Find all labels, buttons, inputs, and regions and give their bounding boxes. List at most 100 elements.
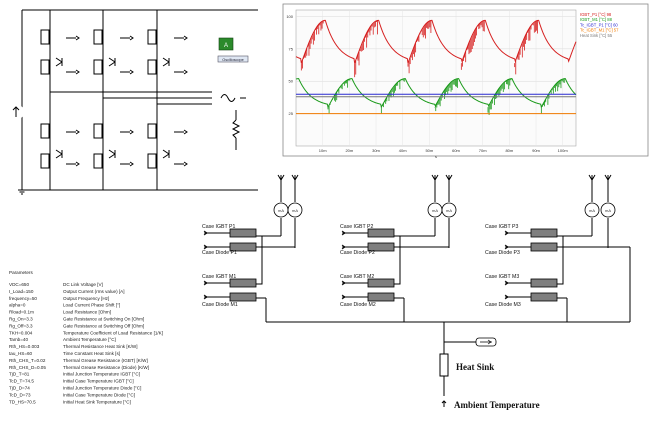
legend-entry: Tc_IGBT_M1 [°C] 57 [580, 28, 619, 33]
parameter-name: Rth_CHS_T=0.02 [9, 358, 46, 363]
parameter-name: TjD_D=74 [9, 386, 30, 391]
parameter-name: Rth_HS=0.003 [9, 344, 40, 349]
thermal-block-m2 [367, 278, 395, 288]
parameter-description: Thermal Grease Resistance (Diode) [K/W] [63, 365, 149, 370]
switching-ripple [300, 20, 538, 78]
x-axis-label: s [435, 154, 437, 159]
module-3 [504, 230, 608, 322]
meter-label: mA [589, 208, 595, 213]
phase-leg-1 [40, 10, 63, 190]
legend-entry: IGBT_M1 [°C] 88 [580, 17, 613, 22]
parameter-description: Initial Junction Temperature IGBT [°C] [63, 372, 140, 377]
x-tick-label: 30m [372, 148, 380, 153]
phase-leg-2 [93, 10, 116, 190]
parameter-description: Output Frequency [Hz] [63, 296, 109, 301]
thermal-block-p2 [367, 228, 395, 238]
parameter-name: TcD_D=73 [9, 392, 31, 397]
parameters-heading: Parameters [9, 270, 33, 275]
thermal-block-p3-diode [530, 242, 558, 252]
meter-icon [441, 202, 457, 218]
y-tick-label: 100 [286, 14, 293, 19]
module-1 [203, 230, 295, 322]
y-tick-label: 75 [289, 46, 294, 51]
phase-leg-3 [147, 10, 170, 190]
parameter-description: Load Resistance [Ohm] [63, 310, 111, 315]
case-label-m3: Case IGBT M3 [485, 274, 519, 280]
green-toggle-label: A [224, 43, 228, 49]
case-label-dp2: Case Diode P2 [340, 250, 375, 256]
parameter-name: frequency=50 [9, 296, 37, 301]
parameter-description: DC Link Voltage [V] [63, 282, 103, 287]
meter-label: mA [292, 208, 298, 213]
parameter-name: tau_HS=60 [9, 351, 33, 356]
parameter-name: Rload=0.1m [9, 310, 34, 315]
legend-entry: IGBT_P1 [°C] 98 [580, 12, 612, 17]
parameter-description: Initial Case Temperature Diode [°C] [63, 392, 135, 397]
oscilloscope-label: Oscilloscope [222, 58, 244, 62]
parameter-name: Rg_On=3.3 [9, 317, 33, 322]
parameter-name: I_Load=150 [9, 289, 34, 294]
thermal-block-m3-diode [530, 292, 558, 302]
thermal-blocks [229, 228, 558, 302]
meter-label: mA [432, 208, 438, 213]
case-label-m1: Case IGBT M1 [202, 274, 236, 280]
x-tick-label: 20m [345, 148, 353, 153]
thermal-block-p2-diode [367, 242, 395, 252]
y-tick-label: 25 [289, 111, 294, 116]
meter-icon [287, 202, 303, 218]
oscilloscope-button[interactable]: Oscilloscope [217, 55, 249, 63]
parameter-name: Tamb=40 [9, 337, 28, 342]
parameter-description: Thermal Resistance Heat Sink [K/W] [63, 344, 138, 349]
meter-label: mA [278, 208, 284, 213]
parameter-name: TcD_T=74.5 [9, 379, 34, 384]
y-tick-label: 50 [289, 79, 294, 84]
thermal-network [203, 174, 631, 409]
parameter-description: Ambient Temperature [°C] [63, 337, 116, 342]
legend-entry: Tc_IGBT_P1 [°C] 60 [580, 22, 618, 27]
parameter-description: Gate Resistance at Switching On [Ohm] [63, 317, 144, 322]
parameter-description: Initial Junction Temperature Diode [°C] [63, 386, 141, 391]
case-label-p2: Case IGBT P2 [340, 224, 373, 230]
x-tick-label: 70m [479, 148, 487, 153]
thermal-block-m1-diode [229, 292, 257, 302]
parameter-description: Gate Resistance at Switching Off [Ohm] [63, 323, 144, 328]
thermal-block-m3 [530, 278, 558, 288]
x-tick-label: 40m [399, 148, 407, 153]
thermal-block-m1 [229, 278, 257, 288]
parameter-name: Rth_CHS_D=0.05 [9, 365, 46, 370]
legend-entry: Heat Sink [°C] 55 [580, 33, 613, 38]
module-2 [341, 230, 449, 322]
case-label-p3: Case IGBT P3 [485, 224, 518, 230]
x-tick-label: 100m [558, 148, 569, 153]
case-label-m2: Case IGBT M2 [340, 274, 374, 280]
series-line [295, 78, 577, 109]
green-toggle-button[interactable]: A [218, 37, 234, 51]
inverter-schematic [8, 9, 258, 195]
ambient-temperature-label: Ambient Temperature [454, 400, 540, 410]
case-label-dp3: Case Diode P3 [485, 250, 520, 256]
case-label-p1: Case IGBT P1 [202, 224, 235, 230]
case-label-dp1: Case Diode P1 [202, 250, 237, 256]
parameter-description: Time Constant Heat Sink [s] [63, 351, 120, 356]
thermal-block-p1 [229, 228, 257, 238]
parameter-name: TKH=0.004 [9, 330, 33, 335]
thermal-block-p3 [530, 228, 558, 238]
parameter-description: Initial Heat Sink Temperature [°C] [63, 399, 131, 404]
x-tick-label: 80m [505, 148, 513, 153]
parameter-description: Temperature Coefficient of Load Resistan… [63, 330, 163, 335]
meter-icon [584, 202, 600, 218]
case-label-dm2: Case Diode M2 [340, 302, 376, 308]
parameter-name: TD_HS=70.5 [9, 399, 36, 404]
thermal-block-m2-diode [367, 292, 395, 302]
meter-label: mA [446, 208, 452, 213]
x-tick-label: 50m [425, 148, 433, 153]
x-tick-label: 60m [452, 148, 460, 153]
parameter-name: Rg_Off=3.3 [9, 323, 33, 328]
meter-label: mA [605, 208, 611, 213]
parameter-name: VDC=650 [9, 282, 29, 287]
switching-ripple [327, 78, 565, 115]
parameter-name: TjD_T=81 [9, 372, 30, 377]
heat-sink-probe[interactable] [475, 337, 497, 347]
parameter-description: Load Current Phase Shift [°] [63, 303, 120, 308]
